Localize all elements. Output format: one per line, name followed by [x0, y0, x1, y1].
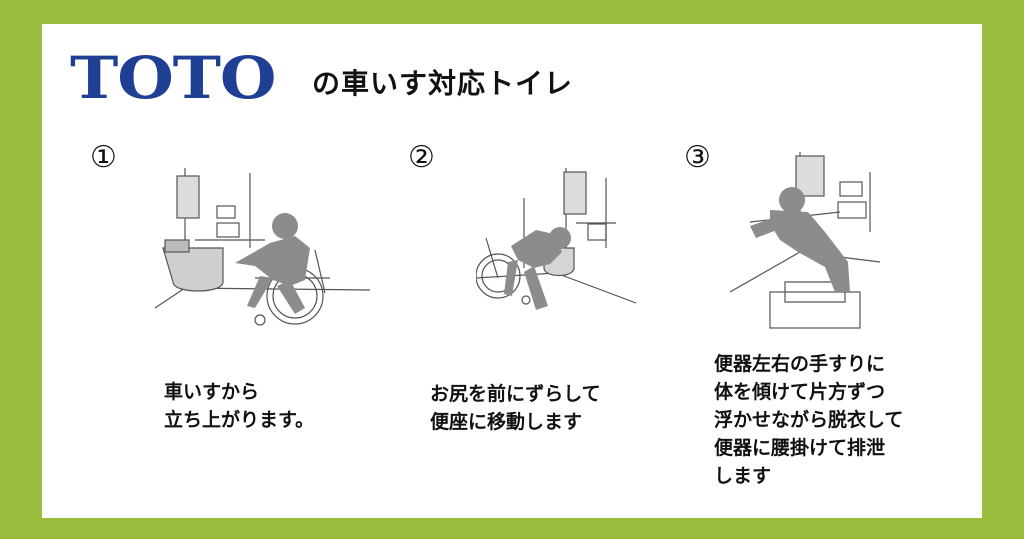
caption-line: します: [714, 465, 772, 487]
step-3-number: ③: [684, 140, 711, 175]
step-1-number: ①: [90, 140, 117, 175]
toto-logo: TOTO: [70, 44, 277, 112]
caption-line: 浮かせながら脱衣して: [714, 409, 904, 431]
caption-line: 車いすから: [164, 381, 260, 403]
caption-line: 便器に腰掛けて排泄: [714, 437, 886, 459]
caption-line: 体を傾けて片方ずつ: [714, 381, 886, 403]
step-3-caption: 便器左右の手すりに 体を傾けて片方ずつ 浮かせながら脱衣して 便器に腰掛けて排泄…: [714, 350, 903, 490]
person-transferring-to-toilet-icon: [476, 168, 637, 310]
step-1-caption: 車いすから 立ち上がります。: [164, 378, 314, 434]
caption-line: 便器左右の手すりに: [714, 353, 886, 375]
step-2-number: ②: [408, 140, 435, 175]
person-standing-from-wheelchair-icon: [155, 168, 370, 326]
page-title: の車いす対応トイレ: [312, 67, 574, 100]
person-seated-on-toilet-icon: [730, 152, 880, 329]
caption-line: お尻を前にずらして: [430, 383, 601, 405]
caption-line: 立ち上がります。: [164, 409, 315, 431]
caption-line: 便座に移動します: [430, 411, 583, 433]
step-2-caption: お尻を前にずらして 便座に移動します: [430, 380, 601, 436]
